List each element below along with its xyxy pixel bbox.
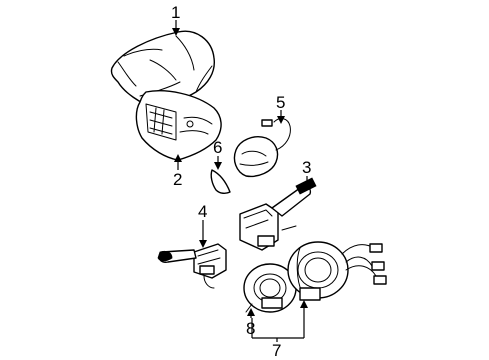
callout-7: 7 xyxy=(251,300,308,360)
callout-1: 1 xyxy=(171,3,180,36)
callout-5: 5 xyxy=(276,93,285,124)
turn-signal-switch xyxy=(157,243,227,289)
callout-6: 6 xyxy=(213,138,222,170)
clock-spring xyxy=(287,241,387,301)
callout-7-label: 7 xyxy=(272,341,281,360)
callout-8: 8 xyxy=(246,308,255,338)
cover-with-wire xyxy=(233,118,291,178)
callout-4-label: 4 xyxy=(198,202,207,221)
wiper-switch xyxy=(239,177,317,251)
callout-4: 4 xyxy=(198,202,207,248)
callout-6-label: 6 xyxy=(213,138,222,157)
callout-2: 2 xyxy=(173,154,182,189)
callout-5-label: 5 xyxy=(276,93,285,112)
rotary-ring-small xyxy=(243,263,297,313)
callout-8-label: 8 xyxy=(246,319,255,338)
lower-shroud xyxy=(135,90,222,161)
callout-3: 3 xyxy=(302,158,311,190)
callout-1-label: 1 xyxy=(171,3,180,22)
trim-clip xyxy=(210,169,231,195)
callout-2-label: 2 xyxy=(173,170,182,189)
upper-shroud xyxy=(110,30,215,109)
callout-3-label: 3 xyxy=(302,158,311,177)
